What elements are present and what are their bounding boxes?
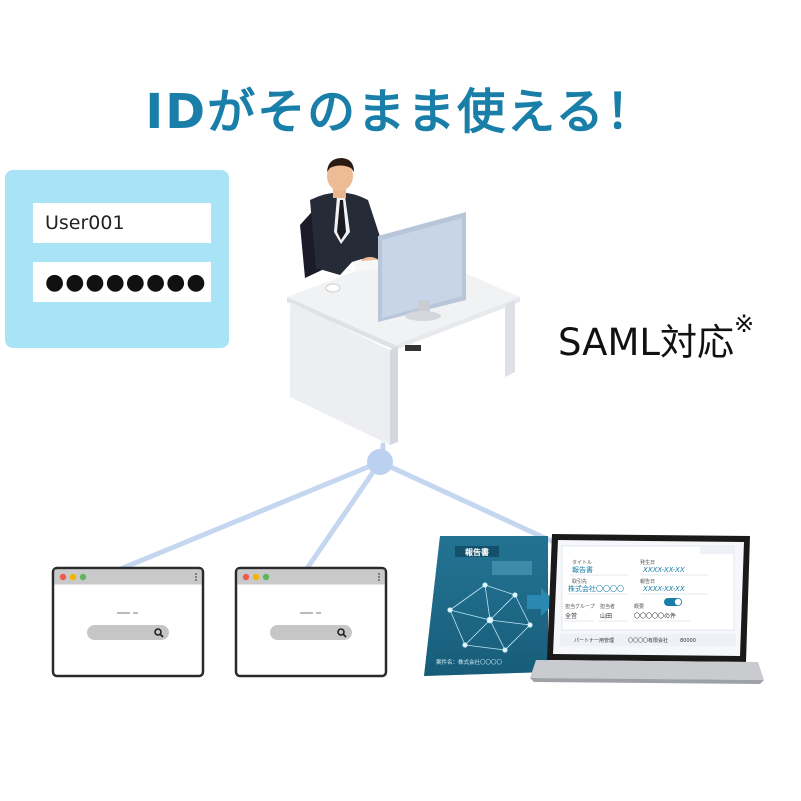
password-field[interactable]: ●●●●●●●● bbox=[33, 262, 211, 302]
form-group-value: 全営 bbox=[565, 612, 577, 620]
network-graphic bbox=[447, 582, 533, 653]
search-icon bbox=[154, 628, 164, 638]
form-bottom-mid: 〇〇〇〇有限会社 bbox=[628, 637, 668, 644]
saml-label: SAML対応※ bbox=[558, 310, 755, 366]
form-bottom-left: パートナー用管理 bbox=[574, 637, 614, 644]
form-report-date-value: XXXX-XX-XX bbox=[642, 585, 685, 593]
username-field[interactable]: User001 bbox=[33, 203, 211, 243]
form-summary-value: 〇〇〇〇〇の件 bbox=[634, 612, 676, 620]
form-group-label: 担当グループ bbox=[565, 603, 595, 610]
login-card: User001 ●●●●●●●● bbox=[5, 170, 229, 348]
form-report-date-label: 報告日 bbox=[640, 578, 655, 585]
monitor bbox=[378, 212, 466, 322]
page-title: IDがそのまま使える！ bbox=[145, 84, 656, 140]
form-title-label: タイトル bbox=[572, 559, 592, 566]
report-sheet-title: 報告書 bbox=[465, 547, 489, 557]
saml-note-mark: ※ bbox=[734, 310, 755, 338]
user-at-desk bbox=[300, 158, 400, 293]
arrow-icon bbox=[527, 588, 556, 616]
form-date-label: 発生日 bbox=[640, 559, 655, 566]
toggle-switch[interactable] bbox=[664, 598, 682, 606]
network-hub bbox=[367, 449, 393, 475]
form-date-value: XXXX-XX-XX bbox=[642, 566, 685, 574]
browser-window-1 bbox=[51, 566, 205, 678]
form-company-value: 株式会社〇〇〇〇 bbox=[568, 584, 624, 593]
form-bottom-right: 80000 bbox=[680, 638, 696, 644]
saml-text: SAML対応 bbox=[558, 321, 735, 364]
laptop: タイトル 発生日 取引先 報告日 担当グループ 担当者 概要 報告書 XXXX-… bbox=[530, 534, 764, 684]
browser-window-2 bbox=[234, 566, 388, 678]
form-summary-label: 概要 bbox=[634, 603, 644, 610]
form-owner-label: 担当者 bbox=[600, 603, 615, 610]
form-owner-value: 山田 bbox=[600, 612, 612, 620]
form-title-value: 報告書 bbox=[572, 565, 593, 574]
report-sheet: 報告書 案件名：株式会社〇〇〇〇 bbox=[424, 536, 548, 676]
search-icon bbox=[337, 628, 347, 638]
form-company-label: 取引先 bbox=[572, 578, 587, 585]
report-sheet-footer: 案件名：株式会社〇〇〇〇 bbox=[436, 658, 503, 666]
